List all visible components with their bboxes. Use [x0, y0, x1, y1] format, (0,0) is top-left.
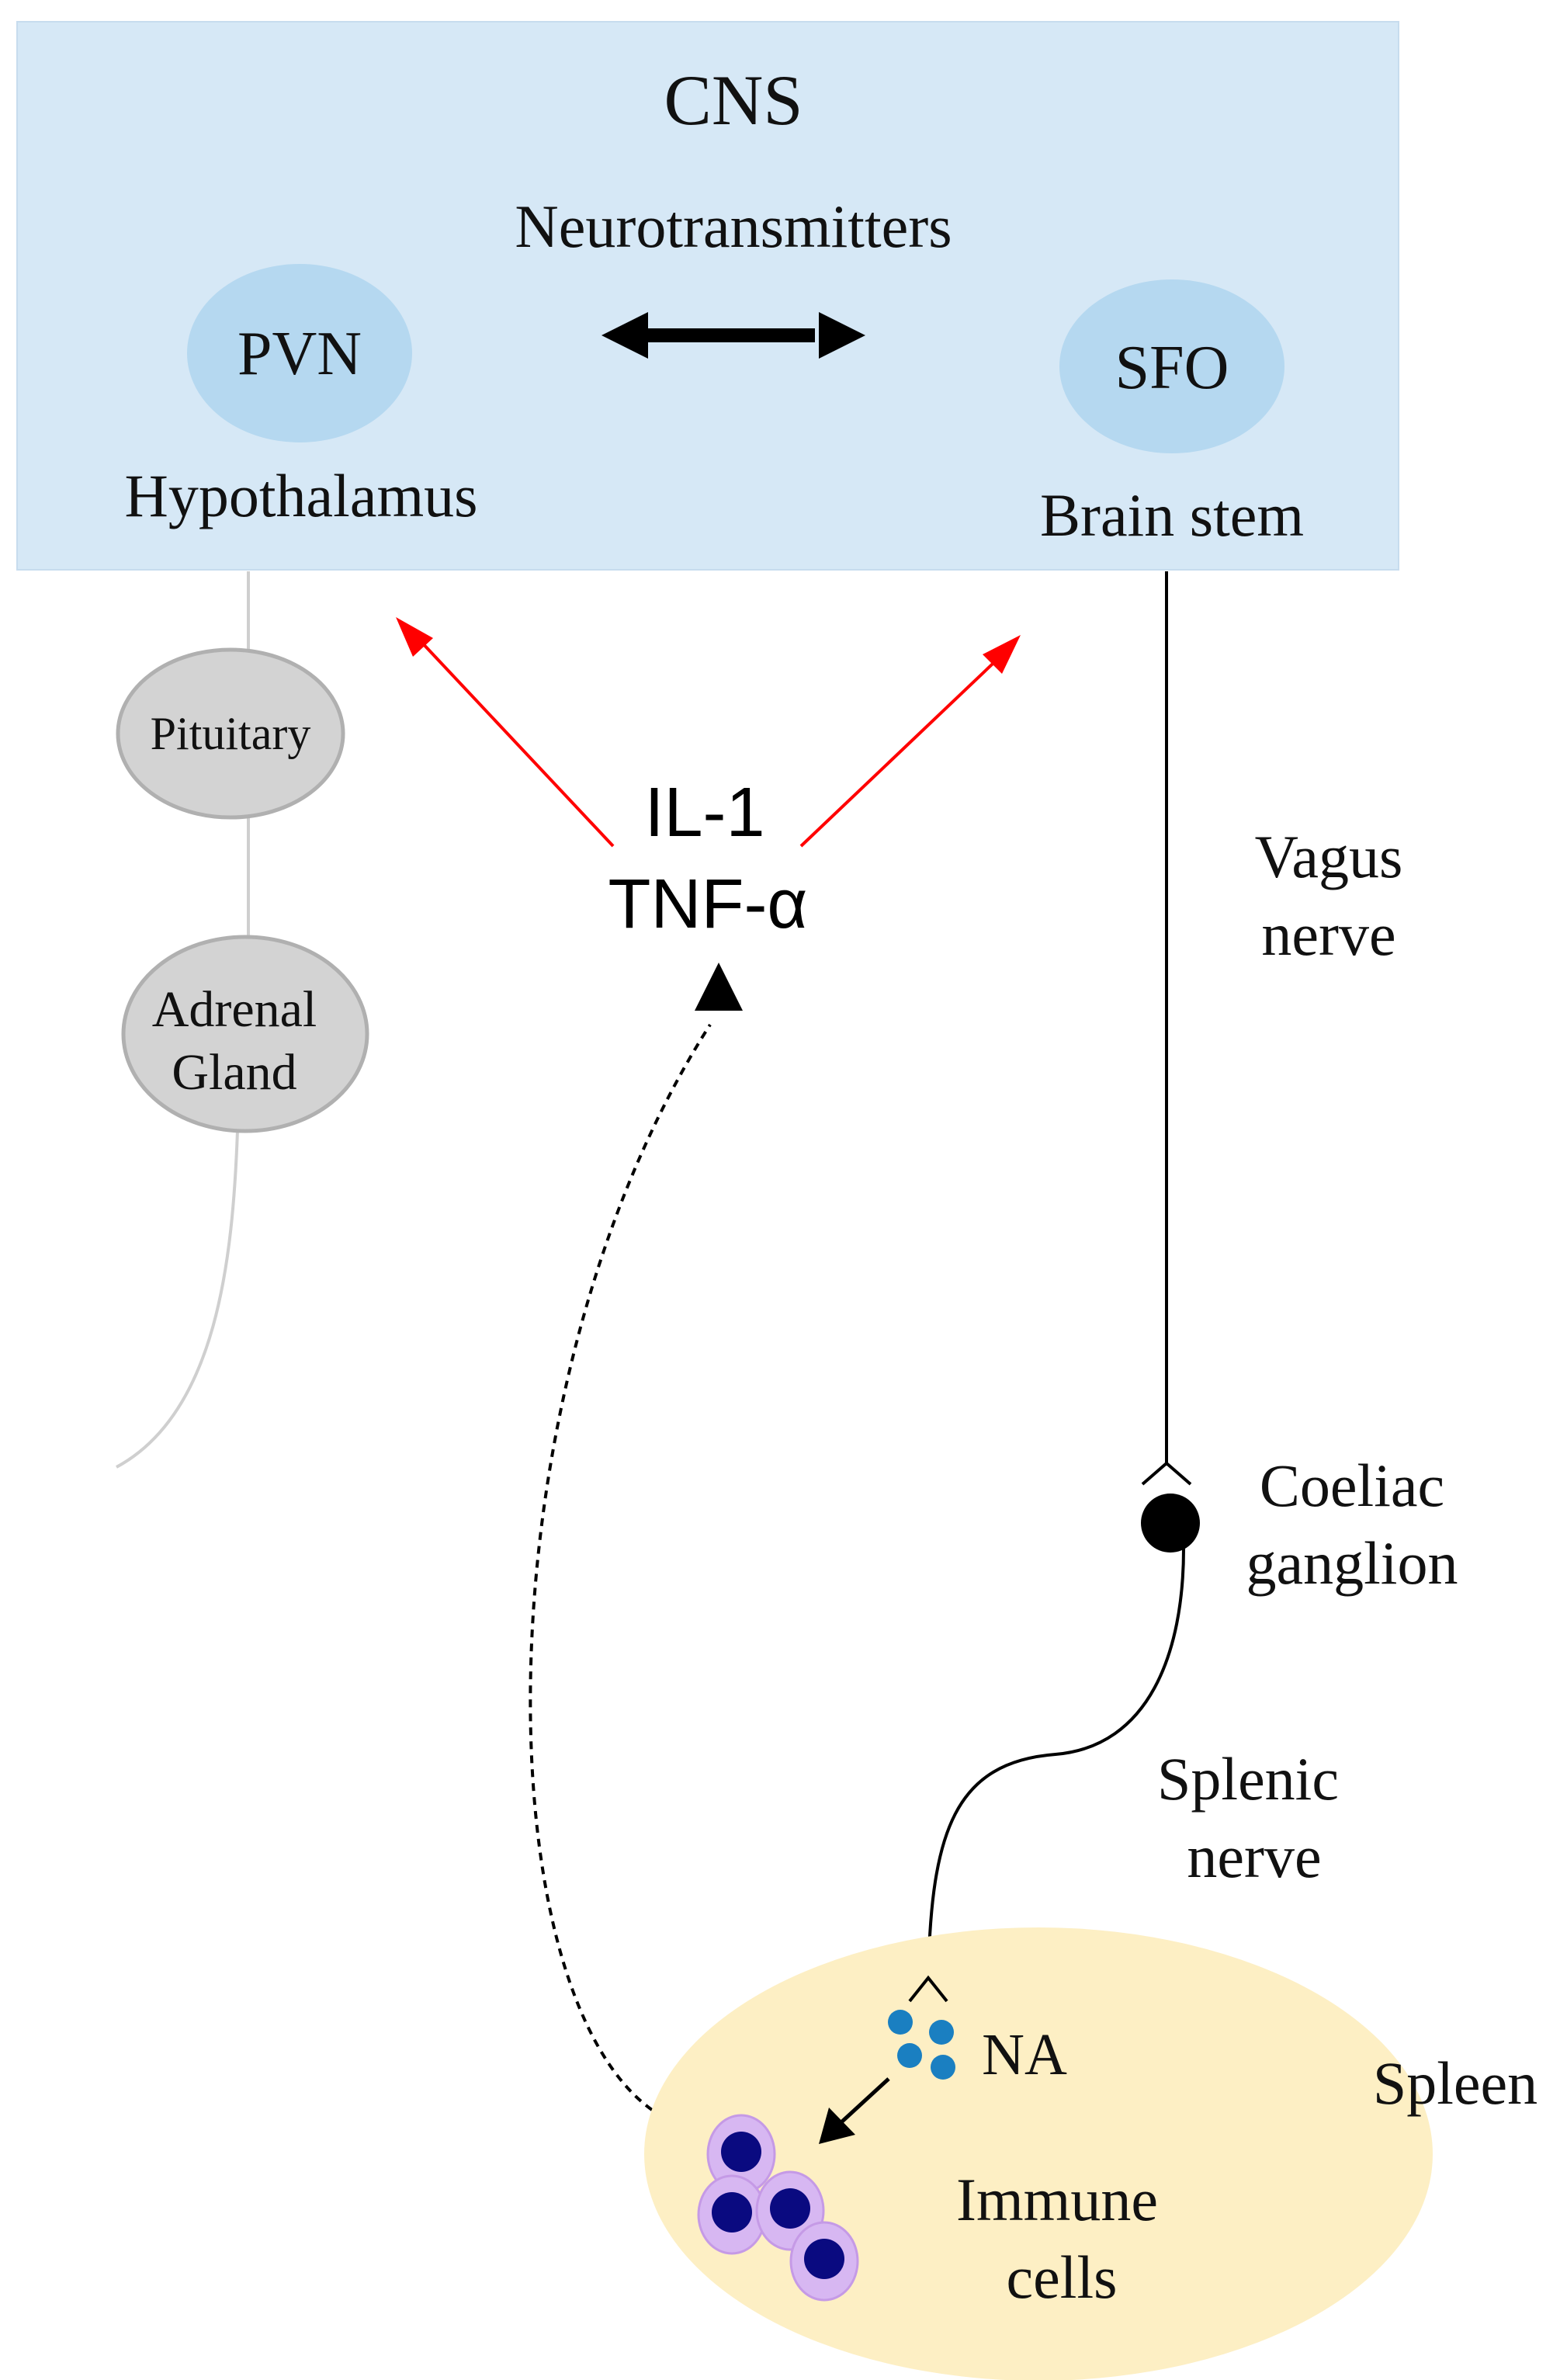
na-vesicles	[888, 2010, 955, 2080]
immune-cell-nucleus	[721, 2132, 761, 2172]
vagus-label-line2: nerve	[1261, 900, 1395, 968]
na-to-immune-arrowhead	[819, 2108, 855, 2144]
adrenal-gland	[121, 935, 369, 1133]
na-label: NA	[982, 2022, 1067, 2087]
immune-cell-nucleus	[770, 2188, 810, 2229]
pvn-nucleus	[187, 264, 412, 442]
cytokine-tnf: TNF-α	[608, 866, 808, 943]
neurotransmitters-label: Neurotransmitters	[515, 193, 952, 260]
pituitary-gland	[116, 647, 345, 820]
spleen-label: Spleen	[1373, 2049, 1538, 2117]
bidirectional-arrow	[601, 312, 865, 359]
brain-stem-label: Brain stem	[1040, 481, 1304, 549]
coeliac-ganglion-node	[1141, 1494, 1200, 1553]
adrenal-label-line1: Adrenal	[152, 981, 317, 1038]
immune-cells-cluster	[697, 2114, 859, 2302]
cytokine-release-arrowhead	[695, 963, 743, 1011]
splenic-label-line2: nerve	[1187, 1823, 1321, 1890]
immune-label-line1: Immune	[956, 2166, 1158, 2233]
immune-cell-nucleus	[804, 2239, 844, 2279]
immune-cell-nucleus	[712, 2192, 752, 2233]
splenic-label-line1: Splenic	[1157, 1745, 1339, 1813]
vagus-synapse-terminal	[1141, 1461, 1192, 1486]
splenic-synapse-terminal	[908, 1975, 948, 2003]
vagus-label-line1: Vagus	[1255, 823, 1403, 890]
coeliac-label-line1: Coeliac	[1260, 1452, 1444, 1519]
coeliac-label-line2: ganglion	[1246, 1529, 1458, 1597]
cytokine-arrow-to-brainstem	[799, 649, 1008, 848]
pituitary-label: Pituitary	[151, 708, 311, 759]
adrenal-label-line2: Gland	[172, 1044, 296, 1101]
arrowhead-brainstem	[983, 635, 1021, 674]
na-to-immune-arrow	[841, 2077, 890, 2123]
immune-label-line2: cells	[1007, 2243, 1118, 2311]
splenic-nerve-line	[927, 1548, 1185, 1976]
hypothalamus-label: Hypothalamus	[125, 462, 478, 529]
sfo-label: SFO	[1115, 334, 1229, 402]
cytokine-il1: IL-1	[644, 774, 764, 852]
sfo-nucleus	[1059, 279, 1284, 453]
cytokine-arrow-to-hypothalamus	[406, 626, 615, 848]
arrowhead-hypothalamus	[396, 617, 433, 657]
cytokine-release-path	[529, 1023, 712, 2111]
cns-title: CNS	[664, 61, 803, 140]
pvn-label: PVN	[237, 320, 362, 388]
